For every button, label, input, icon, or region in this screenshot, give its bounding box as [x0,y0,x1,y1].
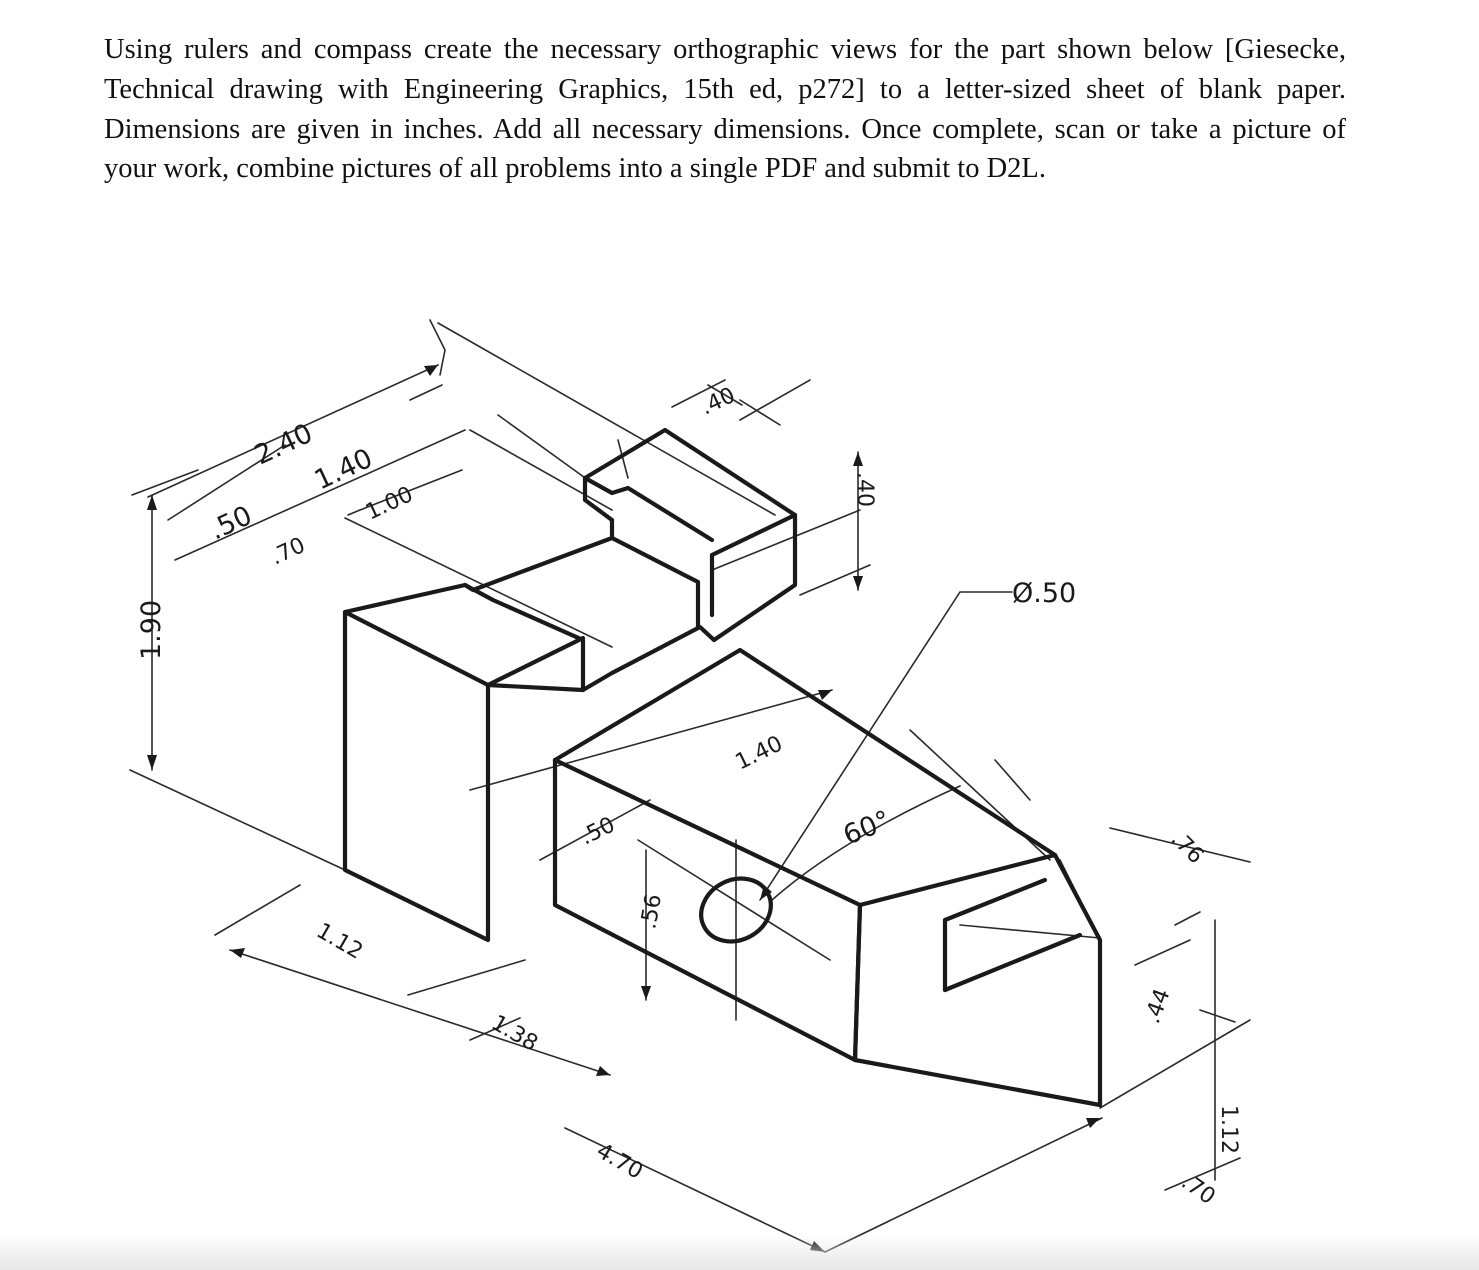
dim-50-top: .50 [205,500,257,546]
dim-4-70: 4.70 [592,1139,647,1185]
instruction-paragraph: Using rulers and compass create the nece… [104,34,1346,185]
dim-44: .44 [1140,986,1175,1027]
dim-60-deg: 60° [839,805,895,852]
dim-1-12-left: 1.12 [312,919,367,965]
dim-40-vertical: .40 [852,472,877,507]
dim-2-40: 2.40 [250,418,318,472]
dim-76: .76 [1166,827,1208,869]
dim-50-boss: .50 [577,813,619,851]
dim-70-top: .70 [267,533,309,570]
dimension-lines [129,319,1251,1253]
dim-hole-diameter: Ø.50 [1012,578,1076,609]
part-visible-edges [342,427,1103,1108]
dim-1-00: 1.00 [362,482,417,525]
dim-1-12-right: 1.12 [1216,1105,1241,1154]
dimension-labels: 1.90 2.40 .50 1.40 .70 1.00 .40 .40 Ø.50… [136,383,1241,1210]
dim-1-40-top: 1.40 [310,443,378,497]
page-bottom-shadow [0,1234,1479,1270]
dim-1-40-boss: 1.40 [732,731,787,775]
dim-56: .56 [636,892,667,931]
dim-40-slot: .40 [697,383,739,420]
dim-1-90: 1.90 [136,600,167,660]
dimension-arrows [147,365,1100,1252]
dim-70-tip: .70 [1177,1169,1220,1210]
